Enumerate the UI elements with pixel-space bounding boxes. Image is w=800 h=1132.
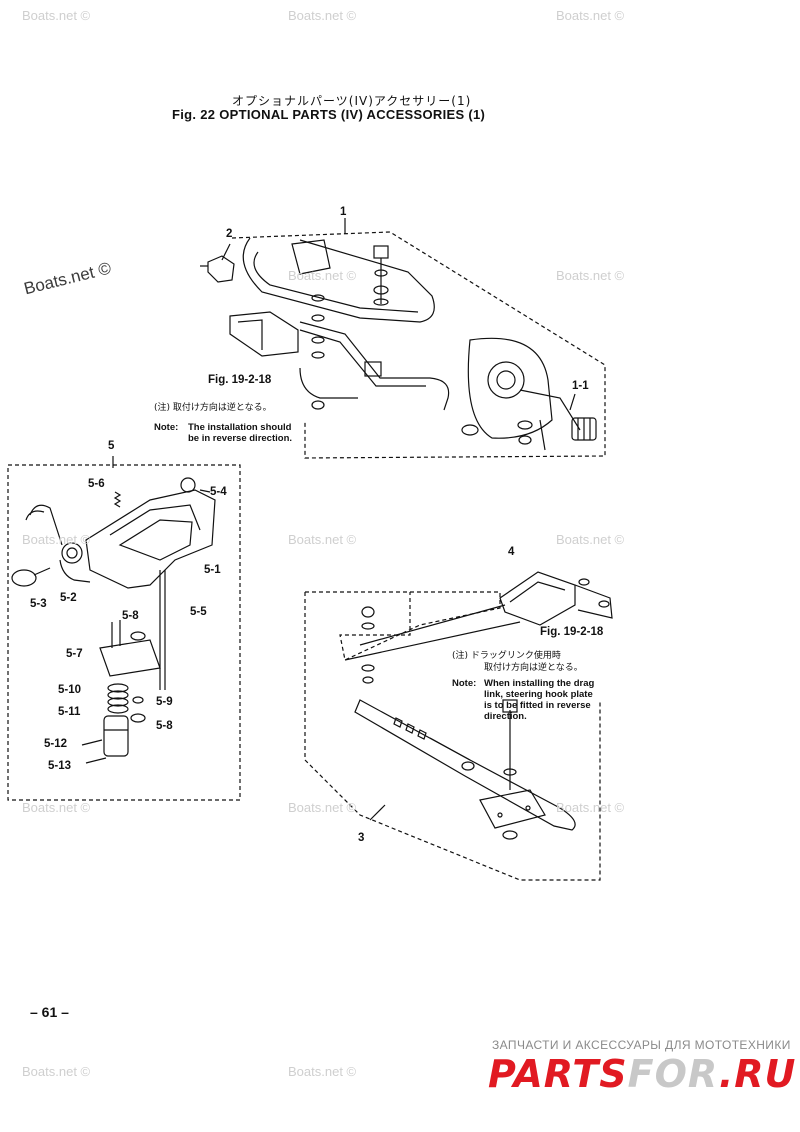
watermark: Boats.net © — [22, 1064, 91, 1079]
callout-1: 1 — [340, 206, 347, 218]
note-b-japanese-1: (注) ドラッグリンク使用時 — [452, 651, 561, 661]
callout-5-3: 5-3 — [30, 598, 47, 610]
watermark: Boats.net © — [288, 532, 357, 547]
note-b-line2: link, steering hook plate — [484, 689, 593, 700]
watermark: Boats.net © — [556, 8, 625, 23]
callout-5-4: 5-4 — [210, 486, 227, 498]
watermark: Boats.net © — [556, 800, 625, 815]
watermark: Boats.net © — [288, 268, 357, 283]
callout-3: 3 — [358, 832, 365, 844]
callout-5-9: 5-9 — [156, 696, 173, 708]
watermark: Boats.net © — [556, 268, 625, 283]
callout-5-2: 5-2 — [60, 592, 77, 604]
reference-fig-a: Fig. 19-2-18 — [208, 374, 272, 386]
figure-title: Fig. 22 OPTIONAL PARTS (IV) ACCESSORIES … — [172, 107, 486, 122]
callout-5-8-top: 5-8 — [122, 610, 139, 622]
ad-logo-part-a: PARTS — [488, 1052, 628, 1096]
note-a-japanese: (注) 取付け方向は逆となる。 — [154, 403, 272, 413]
page-number: – 61 – — [30, 1004, 69, 1020]
watermark: Boats.net © — [288, 8, 357, 23]
watermark: Boats.net © — [556, 532, 625, 547]
callout-5-10: 5-10 — [58, 684, 82, 696]
callout-2: 2 — [226, 228, 233, 240]
figure-title-japanese: オプショナルパーツ(IV)アクセサリー(1) — [232, 94, 472, 108]
callout-5-1: 5-1 — [204, 564, 221, 576]
watermark: Boats.net © — [22, 532, 91, 547]
callout-5-12: 5-12 — [44, 738, 68, 750]
note-a-line2: be in reverse direction. — [188, 433, 293, 444]
watermark: Boats.net © — [288, 1064, 357, 1079]
assembly-5-dashed-boundary — [7, 464, 241, 801]
watermark: Boats.net © — [22, 800, 91, 815]
callout-5: 5 — [108, 440, 115, 452]
callout-5-7: 5-7 — [66, 648, 83, 660]
watermark: Boats.net © — [22, 8, 91, 23]
note-b-line1: When installing the drag — [484, 678, 595, 689]
assembly-1-dashed-boundary — [231, 231, 606, 459]
callout-5-13: 5-13 — [48, 760, 72, 772]
ad-logo-part-b: FOR — [627, 1052, 719, 1096]
watermark: Boats.net © — [288, 800, 357, 815]
callout-5-5: 5-5 — [190, 606, 207, 618]
ad-logo[interactable]: PARTSFOR.RU — [488, 1052, 796, 1096]
callout-5-11: 5-11 — [58, 706, 81, 718]
note-b-label: Note: — [452, 678, 477, 689]
note-a-label: Note: — [154, 422, 179, 433]
callout-1-1: 1-1 — [572, 380, 589, 392]
note-b-line3: is to be fitted in reverse — [484, 700, 591, 711]
callout-4: 4 — [508, 546, 515, 558]
callout-5-6: 5-6 — [88, 478, 105, 490]
reference-fig-b: Fig. 19-2-18 — [540, 626, 604, 638]
note-a-line1: The installation should — [188, 422, 292, 433]
note-b-line4: direction. — [484, 711, 527, 722]
callout-5-8-bottom: 5-8 — [156, 720, 173, 732]
note-b-japanese-2: 取付け方向は逆となる。 — [484, 663, 583, 673]
ad-logo-part-c: .RU — [718, 1052, 797, 1096]
ad-subtitle: ЗАПЧАСТИ И АКСЕССУАРЫ ДЛЯ МОТОТЕХНИКИ — [492, 1038, 791, 1052]
